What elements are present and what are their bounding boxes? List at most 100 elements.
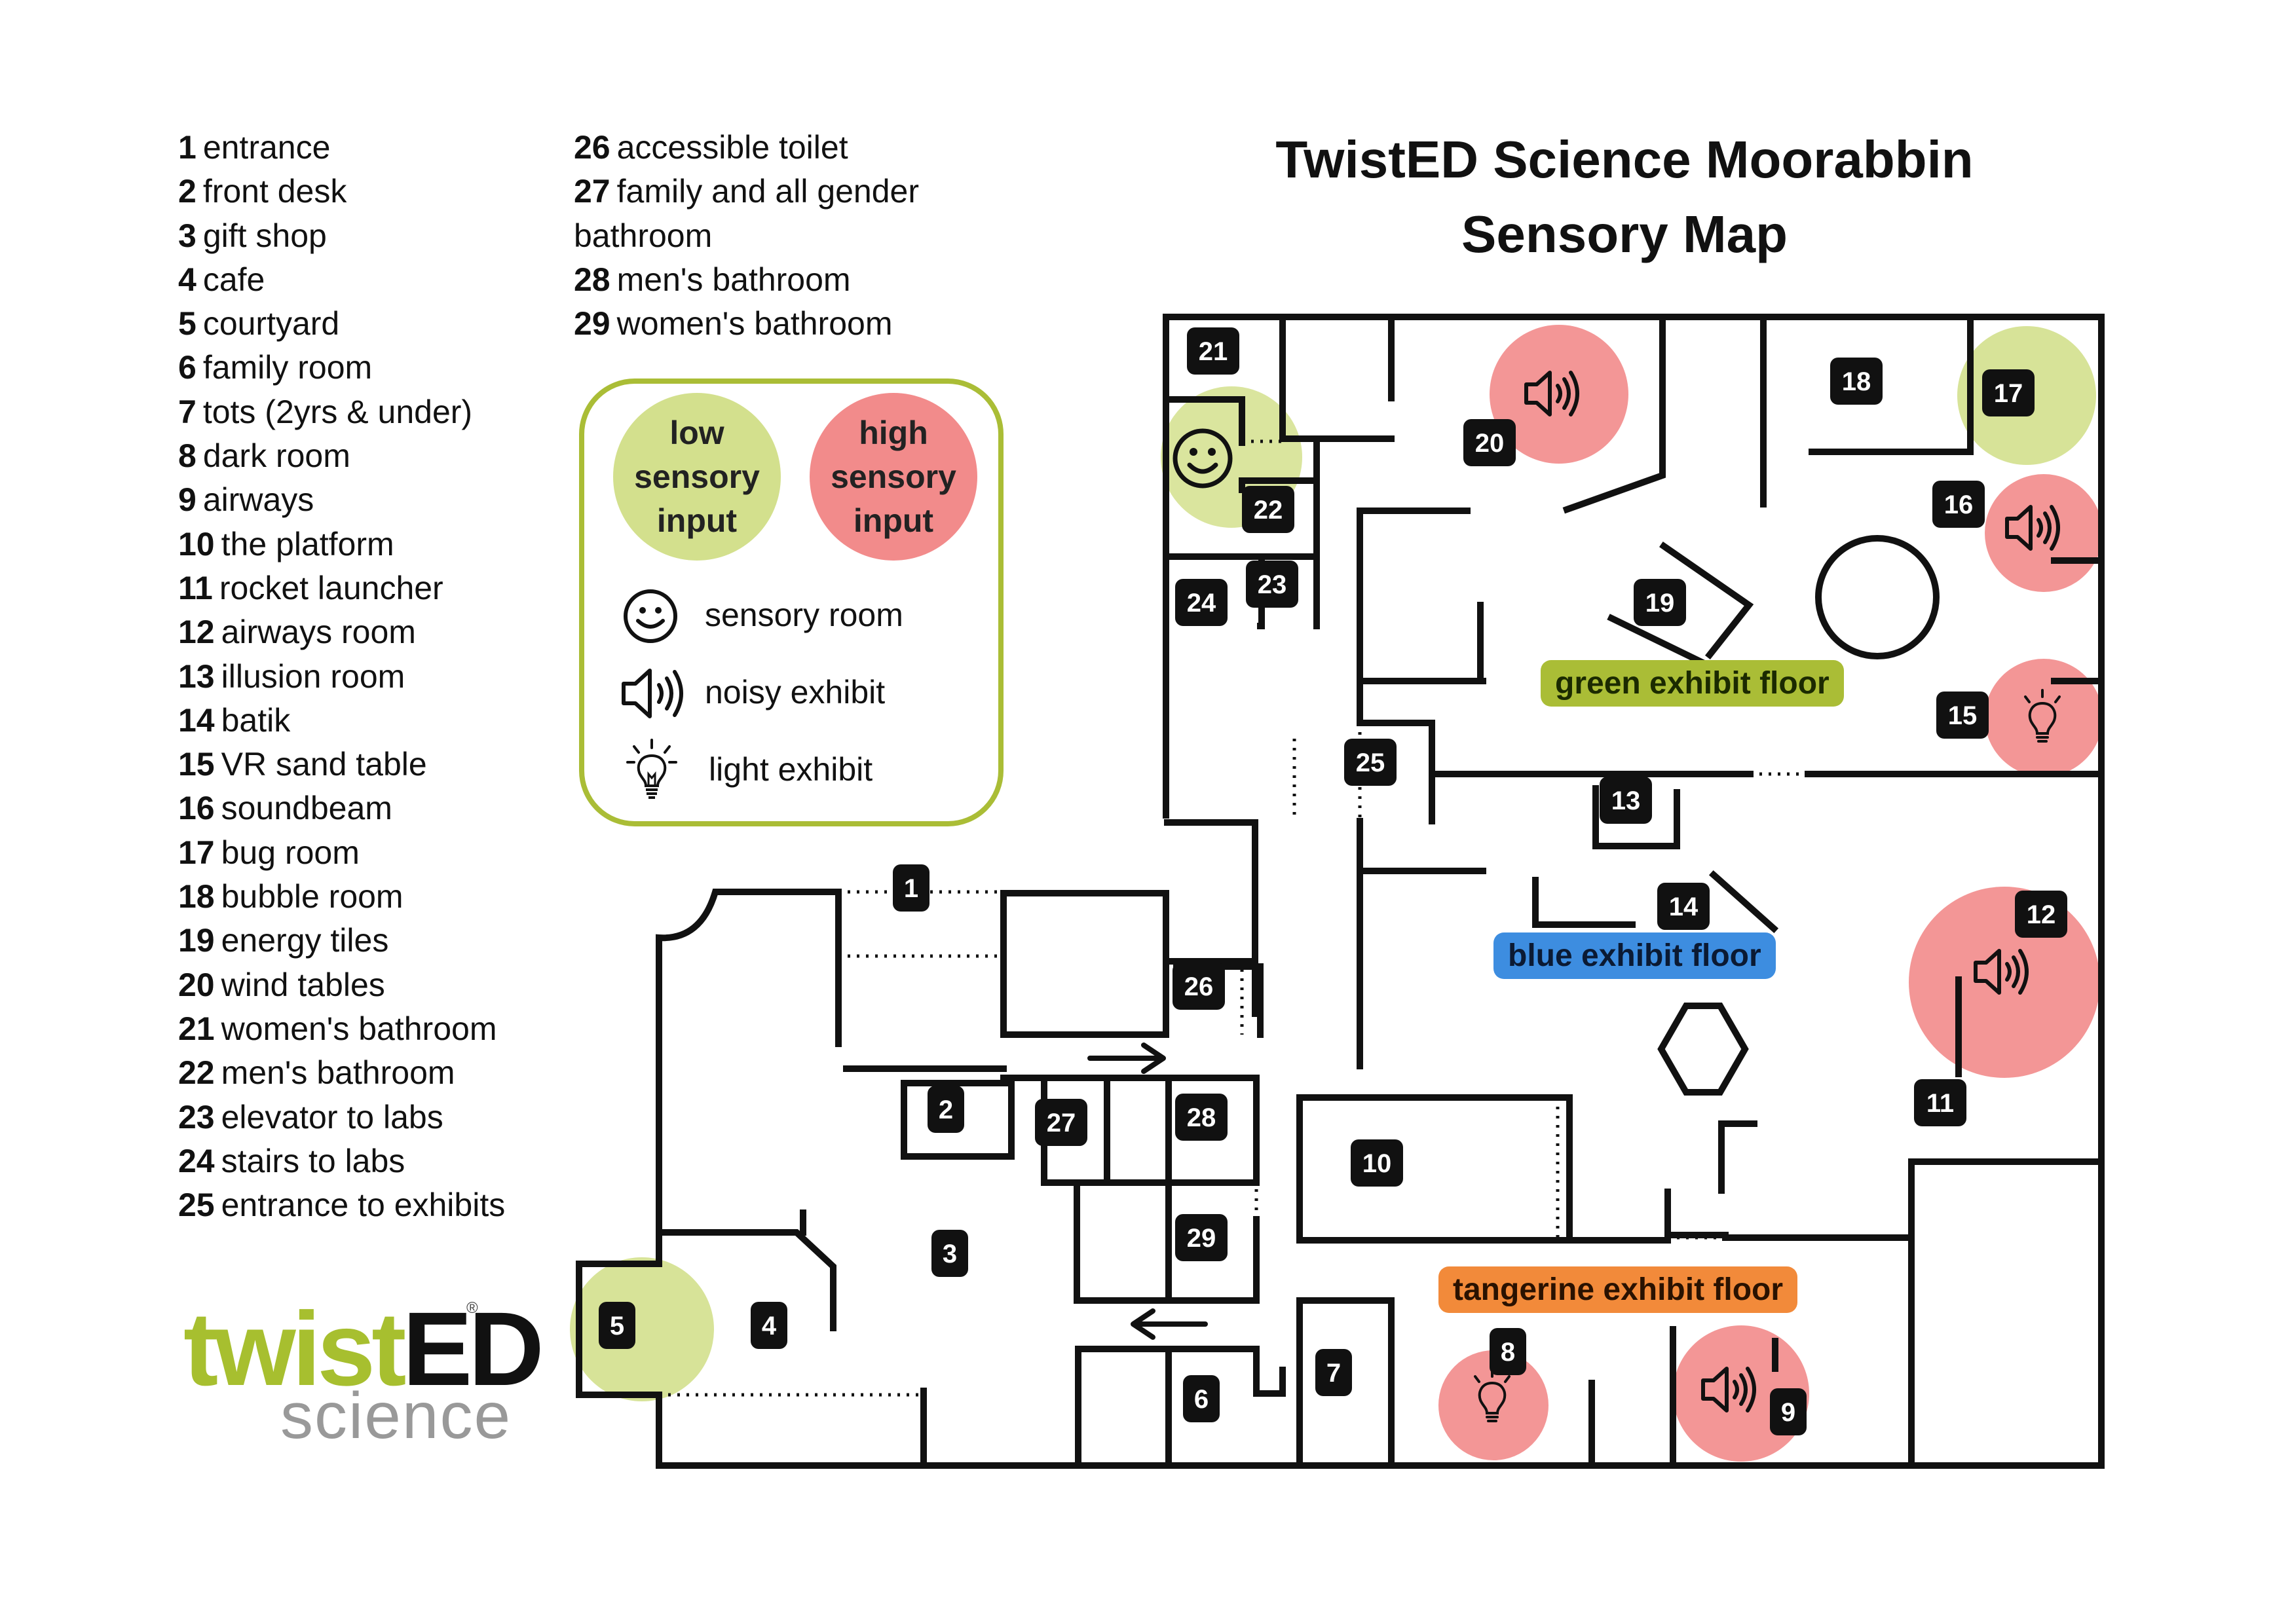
room-badge-29: 29 [1175,1214,1228,1261]
legend-item-number: 22 [178,1054,215,1092]
room-badge-27: 27 [1035,1099,1087,1146]
legend-item-label: rocket launcher [219,569,443,606]
room-badge-26: 26 [1173,963,1225,1010]
key-light-exhibit-label: light exhibit [709,751,873,788]
arrow-right-icon [1087,1043,1166,1074]
legend-item-number: 8 [178,437,197,475]
room-badge-1: 1 [893,864,929,912]
legend-item-label: wind tables [221,966,385,1003]
zone-courtyard-low [570,1257,714,1401]
room-badge-22: 22 [1242,486,1294,533]
legend-item-number: 11 [178,569,213,606]
legend-item-label: men's bathroom [221,1054,455,1092]
room-badge-6: 6 [1183,1375,1220,1422]
legend-item-label: family room [202,349,373,386]
legend-item-label: illusion room [221,657,405,695]
room-badge-label: 7 [1326,1359,1341,1388]
legend-item-number: 17 [178,834,215,871]
legend-item-label: front desk [202,173,347,210]
legend-item-number: 27 [574,173,610,210]
zone-soundbeam-high [1985,474,2103,592]
legend-item-number: 4 [178,261,197,298]
room-badge-9: 9 [1770,1388,1807,1435]
room-badge-13: 13 [1600,777,1652,824]
legend-item-label: dark room [202,437,350,475]
room-badge-label: 18 [1842,367,1871,396]
room-badge-label: 23 [1258,570,1287,599]
legend-item-label: entrance to exhibits [221,1187,506,1224]
legend-item-label: women's bathroom [616,305,893,342]
room-badge-5: 5 [599,1302,635,1349]
legend-item-label: energy tiles [221,922,389,959]
arrow-left-icon [1131,1308,1208,1340]
legend-item-number: 7 [178,393,197,430]
speaker-icon [622,669,683,718]
room-badge-16: 16 [1932,481,1985,528]
room-badge-label: 24 [1187,589,1216,618]
legend-item-number: 13 [178,657,215,695]
lightbulb-map-icon-8 [1474,1369,1511,1422]
green-exhibit-floor-label: green exhibit floor [1541,660,1844,707]
legend-item-number: 18 [178,878,215,915]
key-sensory-room-label: sensory room [705,597,903,633]
legend-item-label: bug room [221,834,360,871]
smiley-map-icon [1173,428,1233,489]
legend-item-label: family and all gender bathroom [574,173,920,254]
logo-wordmark: twistED [183,1290,544,1407]
speaker-map-icon-20 [1524,371,1579,416]
legend-item-number: 12 [178,614,215,651]
room-badge-label: 16 [1944,490,1974,519]
legend-item-number: 15 [178,746,215,783]
room-badge-25: 25 [1344,739,1397,786]
room-badge-label: 17 [1994,379,2023,408]
legend-item-label: cafe [202,261,265,298]
room-badge-8: 8 [1490,1328,1526,1375]
legend-item-label: batik [221,701,291,739]
room-badge-label: 21 [1199,337,1228,366]
legend-item-label: men's bathroom [616,261,851,298]
legend-item-label: bubble room [221,878,404,915]
room-badge-label: 29 [1187,1224,1216,1253]
room-badge-3: 3 [931,1230,968,1277]
speaker-map-icon-12 [1974,949,2029,995]
sensory-key-box [579,378,1004,826]
zone-dark-room-high [1438,1350,1549,1460]
zone-vr-sand-table-high [1985,659,2103,777]
legend-item-label: entrance [202,129,331,166]
legend-item-number: 24 [178,1142,215,1179]
lightbulb-icon [626,739,677,799]
legend-item-number: 23 [178,1098,215,1135]
room-badge-label: 14 [1669,893,1699,921]
tangerine-exhibit-floor-label: tangerine exhibit floor [1438,1266,1798,1313]
room-badge-label: 5 [610,1312,624,1340]
legend-item-number: 9 [178,481,197,519]
legend-item-label: the platform [221,525,394,563]
room-badge-label: 20 [1475,429,1505,458]
map-title: TwistED Science Moorabbin [1275,130,1974,189]
legend-item-label: airways [202,481,314,519]
room-badge-7: 7 [1315,1349,1352,1396]
blue-exhibit-floor-label: blue exhibit floor [1493,932,1776,979]
room-badge-label: 3 [943,1240,957,1268]
legend-item-number: 28 [574,261,610,298]
room-badge-label: 1 [904,874,918,903]
room-badge-label: 10 [1362,1149,1392,1178]
